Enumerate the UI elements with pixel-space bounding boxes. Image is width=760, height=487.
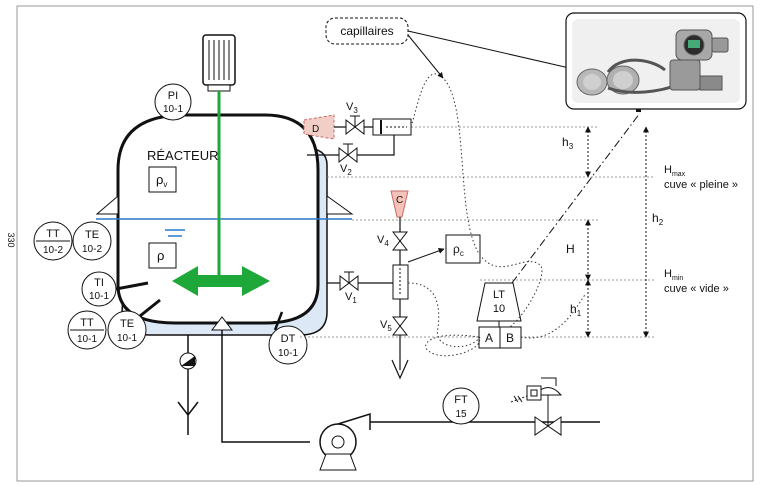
capillary-to-top: [410, 73, 543, 328]
rho-v-symbol: ρ: [156, 172, 163, 187]
svg-text:10-1: 10-1: [89, 291, 109, 302]
dt-probe: [273, 311, 284, 331]
agitator-motor: [202, 34, 236, 92]
hmax-label: Hmax: [664, 164, 686, 178]
h2-label: h2: [652, 211, 664, 227]
lt-10-transmitter: LT 10 A B: [476, 282, 522, 349]
tt-10-2-bubble: TT 10-2: [33, 221, 73, 261]
rho-c-box: [445, 234, 481, 264]
svg-text:ρv: ρv: [156, 172, 167, 189]
capillaires-arrow-curve: [407, 34, 444, 79]
svg-text:FT: FT: [454, 394, 468, 406]
ti-10-1-bubble: TI 10-1: [81, 271, 117, 307]
valve-v2-icon: [338, 143, 358, 164]
gauge-drain: [391, 359, 409, 380]
rho-c-label: ρc: [453, 242, 464, 258]
figure-frame: [16, 5, 754, 482]
v4-label: V4: [377, 234, 389, 248]
svg-text:10-2: 10-2: [43, 245, 63, 256]
h1-label: h1: [570, 302, 582, 318]
capillary-loop: [425, 334, 480, 357]
v5-label: V5: [380, 319, 392, 333]
hmax-caption: cuve « pleine »: [664, 179, 738, 191]
svg-text:10: 10: [493, 303, 505, 315]
h3-label: h3: [562, 135, 574, 151]
svg-text:B: B: [506, 331, 514, 345]
valve-v3-icon: [345, 115, 365, 136]
svg-text:TT: TT: [80, 317, 94, 329]
valve-v5-icon: [391, 316, 409, 336]
svg-text:15: 15: [455, 409, 467, 420]
svg-text:TI: TI: [94, 277, 104, 289]
rho-v-sub: v: [163, 180, 167, 189]
drain-valve-icon: [179, 352, 197, 370]
svg-text:C: C: [396, 195, 403, 206]
outlet-pipe: [221, 330, 310, 443]
v2-label: V2: [340, 163, 352, 177]
hmin-label: Hmin: [664, 268, 683, 282]
drain-outlet: [177, 401, 199, 417]
svg-text:PI: PI: [168, 90, 178, 102]
te-10-2-bubble: TE 10-2: [72, 221, 112, 261]
svg-text:10-1: 10-1: [117, 333, 137, 344]
valve-v4-icon: [391, 231, 409, 251]
svg-text:10-1: 10-1: [163, 104, 183, 115]
photo-pointer-line: [511, 112, 641, 284]
svg-text:10-2: 10-2: [82, 244, 102, 255]
d-element: D: [303, 114, 335, 140]
svg-text:TE: TE: [85, 229, 99, 241]
svg-text:A: A: [485, 331, 493, 345]
pump-icon: [319, 412, 371, 471]
svg-text:LT: LT: [493, 289, 505, 301]
ft-15-bubble: FT 15: [442, 387, 480, 425]
agitator-blade-arrow: [172, 266, 270, 296]
rho-v-box: [148, 166, 177, 193]
support-lug-right: [326, 195, 354, 215]
c-element: C: [390, 190, 409, 218]
dt-10-1-bubble: DT 10-1: [268, 325, 308, 365]
svg-text:TE: TE: [120, 318, 134, 330]
rho-symbol: ρ: [157, 248, 164, 263]
svg-text:10-1: 10-1: [278, 348, 298, 359]
v2-pipe: [307, 135, 395, 156]
svg-text:capillaires: capillaires: [340, 24, 393, 38]
te-10-1-bubble: TE 10-1: [107, 310, 147, 350]
control-valve-icon: [510, 377, 563, 436]
v3-label: V3: [346, 101, 358, 115]
reactor-title: RÉACTEUR: [147, 148, 219, 163]
svg-text:DT: DT: [281, 333, 296, 345]
rho-c-arrow: [407, 248, 445, 263]
svg-text:D: D: [312, 124, 319, 135]
tt-10-1-bubble: TT 10-1: [67, 310, 107, 350]
pi-10-1-bubble: PI 10-1: [154, 83, 192, 121]
capillaires-callout: capillaires: [325, 17, 409, 45]
support-lug-left: [95, 194, 119, 215]
hmin-caption: cuve « vide »: [664, 283, 729, 295]
svg-text:10-1: 10-1: [77, 334, 97, 345]
rho-box: [148, 242, 177, 269]
valve-v1-icon: [339, 271, 359, 292]
page-number: 330: [6, 232, 16, 247]
te-probe: [139, 298, 161, 318]
ti-probe: [115, 281, 149, 291]
svg-text:TT: TT: [46, 228, 60, 240]
H-label: H: [566, 242, 575, 256]
transmitter-photo: [565, 12, 747, 110]
capillaires-arrow-photo: [407, 30, 579, 72]
v1-label: V1: [345, 291, 357, 305]
